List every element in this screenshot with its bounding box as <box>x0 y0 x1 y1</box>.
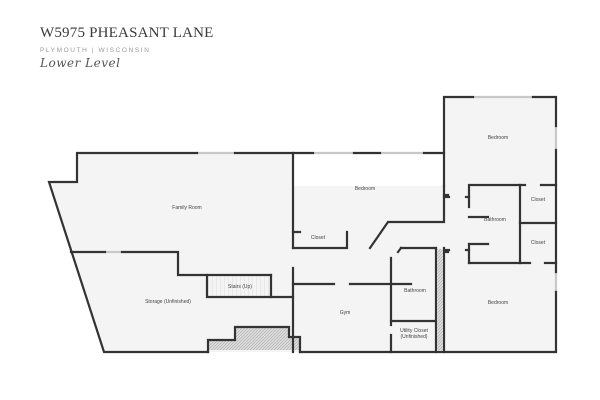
room-label-closet-center: Closet <box>310 235 326 241</box>
room-label-closet-right-upper: Closet <box>530 197 546 203</box>
room-label-utility-closet: Utility Closet (Unfinished) <box>400 328 428 340</box>
room-label-closet-right-lower: Closet <box>530 240 546 246</box>
room-label-bedroom-center: Bedroom <box>354 186 376 192</box>
walls <box>47 95 558 354</box>
room-label-family-room: Family Room <box>172 205 202 211</box>
property-location: PLYMOUTH | WISCONSIN <box>40 47 151 54</box>
room-label-gym: Gym <box>339 310 351 316</box>
room-label-bathroom-right: Bathroom <box>484 217 506 223</box>
floor-fill <box>49 97 556 352</box>
room-label-bedroom-top-right: Bedroom <box>487 135 509 141</box>
floor-level-label: Lower Level <box>40 56 121 70</box>
room-label-storage: Storage (Unfinished) <box>145 299 191 305</box>
plan-header: W5975 PHEASANT LANE PLYMOUTH | WISCONSIN… <box>40 24 214 70</box>
room-label-stairs: Stairs (Up) <box>228 284 252 290</box>
stairs-treads <box>207 275 271 297</box>
hatched-area <box>208 327 300 350</box>
windows <box>105 95 558 292</box>
room-label-bedroom-bottom-right: Bedroom <box>487 300 509 306</box>
property-title: W5975 PHEASANT LANE <box>40 25 214 41</box>
wall-strip-hatch <box>437 249 443 351</box>
room-label-bathroom-center: Bathroom <box>404 288 426 294</box>
